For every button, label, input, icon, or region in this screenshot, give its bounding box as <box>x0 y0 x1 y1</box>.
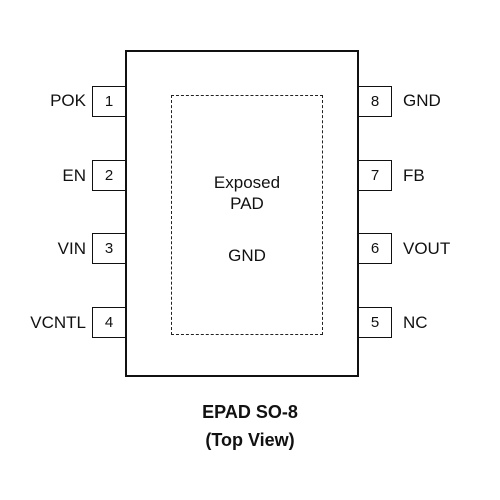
pin-3-box: 3 <box>92 233 126 264</box>
pin-3-label: VIN <box>57 239 86 258</box>
package-caption: EPAD SO-8 <box>202 402 298 422</box>
pin-6-box: 6 <box>358 233 392 264</box>
exposed-pad-label-line2: PAD <box>230 194 264 213</box>
pin-1-label: POK <box>50 91 86 110</box>
pin-4-label: VCNTL <box>30 313 86 332</box>
view-caption: (Top View) <box>205 430 295 450</box>
pin-7-label: FB <box>403 166 425 185</box>
pin-1-box: 1 <box>92 86 126 117</box>
pin-5-box: 5 <box>358 307 392 338</box>
pin-5-label: NC <box>403 313 428 332</box>
pin-8-box: 8 <box>358 86 392 117</box>
pin-8-label: GND <box>403 91 441 110</box>
pin-4-box: 4 <box>92 307 126 338</box>
pin-2-box: 2 <box>92 160 126 191</box>
pin-2-label: EN <box>62 166 86 185</box>
pin-6-label: VOUT <box>403 239 451 258</box>
exposed-pad-label: Exposed PAD <box>171 172 323 214</box>
ic-package-body <box>125 50 359 377</box>
exposed-pad <box>171 95 323 335</box>
pin-7-box: 7 <box>358 160 392 191</box>
exposed-pad-label-line1: Exposed <box>213 173 281 192</box>
exposed-pad-net: GND <box>228 246 266 265</box>
